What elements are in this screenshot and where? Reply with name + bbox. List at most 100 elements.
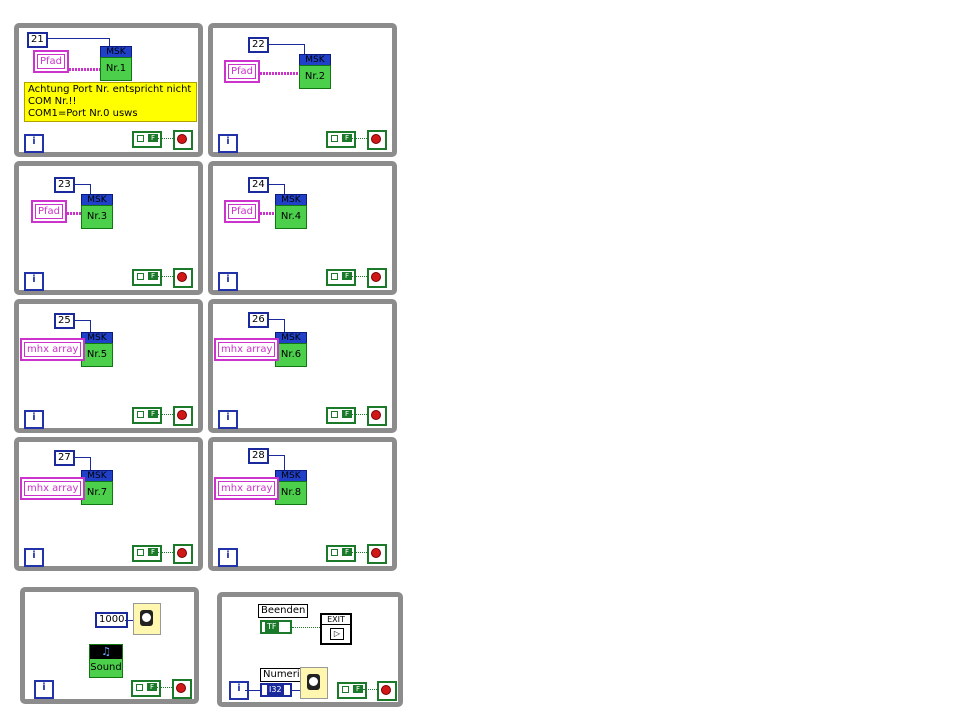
- stop-terminal[interactable]: [367, 130, 387, 150]
- int-constant-25[interactable]: 25: [54, 313, 75, 329]
- iteration-terminal[interactable]: i: [218, 410, 238, 429]
- wire: [292, 690, 300, 691]
- bool-icon: [137, 273, 144, 280]
- msk-subvi-5[interactable]: MSK Nr.5: [81, 332, 113, 367]
- stopwatch-icon: [140, 610, 153, 626]
- stop-terminal[interactable]: [173, 406, 193, 426]
- bool-false-constant[interactable]: F: [131, 680, 161, 697]
- stop-terminal[interactable]: [173, 544, 193, 564]
- wire: [268, 319, 285, 335]
- path-label: mhx array: [218, 481, 276, 496]
- msk-subvi-3[interactable]: MSK Nr.3: [81, 194, 113, 229]
- stop-icon: [177, 134, 187, 144]
- path-label: mhx array: [24, 342, 82, 357]
- bool-icon: [342, 686, 349, 693]
- bool-false-constant[interactable]: F: [326, 131, 356, 148]
- comment-note: Achtung Port Nr. entspricht nicht COM Nr…: [24, 82, 197, 122]
- stop-icon: [177, 410, 187, 420]
- path-constant[interactable]: mhx array: [20, 338, 86, 361]
- int-constant-26[interactable]: 26: [248, 312, 269, 328]
- bool-false-constant[interactable]: F: [132, 545, 162, 562]
- int-constant-21[interactable]: 21: [27, 32, 48, 48]
- bool-false-constant[interactable]: F: [132, 131, 162, 148]
- bool-f: F: [342, 548, 352, 556]
- int-constant-27[interactable]: 27: [54, 450, 75, 466]
- int-constant-24[interactable]: 24: [248, 177, 269, 193]
- stop-terminal[interactable]: [367, 268, 387, 288]
- wire: [352, 138, 367, 139]
- bool-f: F: [148, 548, 158, 556]
- iteration-terminal[interactable]: i: [24, 548, 44, 567]
- iteration-terminal[interactable]: i: [218, 272, 238, 291]
- bool-f: F: [342, 410, 352, 418]
- msk-label: MSK: [275, 470, 307, 481]
- wait-ms-constant[interactable]: 1000: [95, 612, 129, 628]
- beenden-terminal[interactable]: TF: [260, 620, 292, 634]
- numeric-control[interactable]: I32: [260, 683, 292, 697]
- iteration-terminal[interactable]: i: [34, 680, 54, 699]
- stop-icon: [381, 685, 391, 695]
- bool-f: F: [148, 410, 158, 418]
- while-loop-6[interactable]: 26 MSK Nr.6 mhx array i F: [208, 299, 397, 433]
- stop-terminal[interactable]: [377, 681, 397, 701]
- wire: [363, 689, 377, 690]
- wire: [125, 620, 133, 621]
- while-loop-7[interactable]: 27 MSK Nr.7 mhx array i F: [14, 437, 203, 571]
- while-loop-5[interactable]: 25 MSK Nr.5 mhx array i F: [14, 299, 203, 433]
- msk-subvi-8[interactable]: MSK Nr.8: [275, 470, 307, 505]
- exit-function[interactable]: EXIT ▷: [320, 613, 352, 645]
- sound-subvi[interactable]: ♫ Sound: [89, 644, 123, 678]
- bool-false-constant[interactable]: F: [326, 407, 356, 424]
- wire: [268, 44, 305, 59]
- msk-subvi-4[interactable]: MSK Nr.4: [275, 194, 307, 229]
- bool-false-constant[interactable]: F: [326, 545, 356, 562]
- int-constant-22[interactable]: 22: [248, 37, 269, 53]
- path-constant[interactable]: mhx array: [214, 338, 280, 361]
- bool-false-constant[interactable]: F: [132, 407, 162, 424]
- bool-false-constant[interactable]: F: [326, 269, 356, 286]
- wait-ms-function[interactable]: [133, 603, 161, 635]
- stop-terminal[interactable]: [173, 268, 193, 288]
- while-loop-8[interactable]: 28 MSK Nr.8 mhx array i F: [208, 437, 397, 571]
- while-loop-exit[interactable]: Beenden TF EXIT ▷ Numeric I32 i F: [217, 592, 403, 707]
- path-constant[interactable]: mhx array: [20, 477, 86, 500]
- bool-false-constant[interactable]: F: [132, 269, 162, 286]
- wire: [292, 627, 320, 628]
- stop-terminal[interactable]: [367, 406, 387, 426]
- path-constant[interactable]: Pfad: [224, 60, 261, 83]
- msk-number: Nr.7: [81, 481, 113, 505]
- while-loop-4[interactable]: 24 MSK Nr.4 Pfad i F: [208, 161, 397, 295]
- stop-terminal[interactable]: [172, 679, 192, 699]
- wire: [158, 552, 173, 553]
- note-line-1: Achtung Port Nr. entspricht nicht: [28, 84, 192, 95]
- int-constant-28[interactable]: 28: [248, 448, 269, 464]
- iteration-terminal[interactable]: i: [218, 134, 238, 153]
- path-constant[interactable]: Pfad: [224, 200, 261, 223]
- msk-subvi-1[interactable]: MSK Nr.1: [100, 46, 132, 81]
- bool-f: F: [342, 272, 352, 280]
- iteration-terminal[interactable]: i: [24, 410, 44, 429]
- msk-subvi-7[interactable]: MSK Nr.7: [81, 470, 113, 505]
- stop-terminal[interactable]: [367, 544, 387, 564]
- while-loop-sound[interactable]: 1000 ♫ Sound i F: [20, 587, 199, 704]
- path-constant[interactable]: Pfad: [31, 200, 68, 223]
- iteration-terminal[interactable]: i: [218, 548, 238, 567]
- wire: [352, 552, 367, 553]
- msk-subvi-6[interactable]: MSK Nr.6: [275, 332, 307, 367]
- iteration-terminal[interactable]: i: [24, 272, 44, 291]
- exit-label: EXIT: [322, 615, 350, 625]
- while-loop-1[interactable]: 21 MSK Nr.1 Pfad Achtung Port Nr. entspr…: [14, 23, 203, 157]
- wait-ms-function[interactable]: [300, 667, 328, 699]
- while-loop-2[interactable]: 22 MSK Nr.2 Pfad i F: [208, 23, 397, 157]
- bool-icon: [137, 411, 144, 418]
- stop-terminal[interactable]: [173, 130, 193, 150]
- note-line-3: COM1=Port Nr.0 usws: [28, 108, 138, 119]
- path-constant[interactable]: mhx array: [214, 477, 280, 500]
- iteration-terminal[interactable]: i: [24, 134, 44, 153]
- bool-false-constant[interactable]: F: [337, 682, 367, 699]
- stop-icon: [177, 548, 187, 558]
- path-constant[interactable]: Pfad: [33, 50, 70, 73]
- msk-subvi-2[interactable]: MSK Nr.2: [299, 54, 331, 89]
- int-constant-23[interactable]: 23: [54, 177, 75, 193]
- while-loop-3[interactable]: 23 MSK Nr.3 Pfad i F: [14, 161, 203, 295]
